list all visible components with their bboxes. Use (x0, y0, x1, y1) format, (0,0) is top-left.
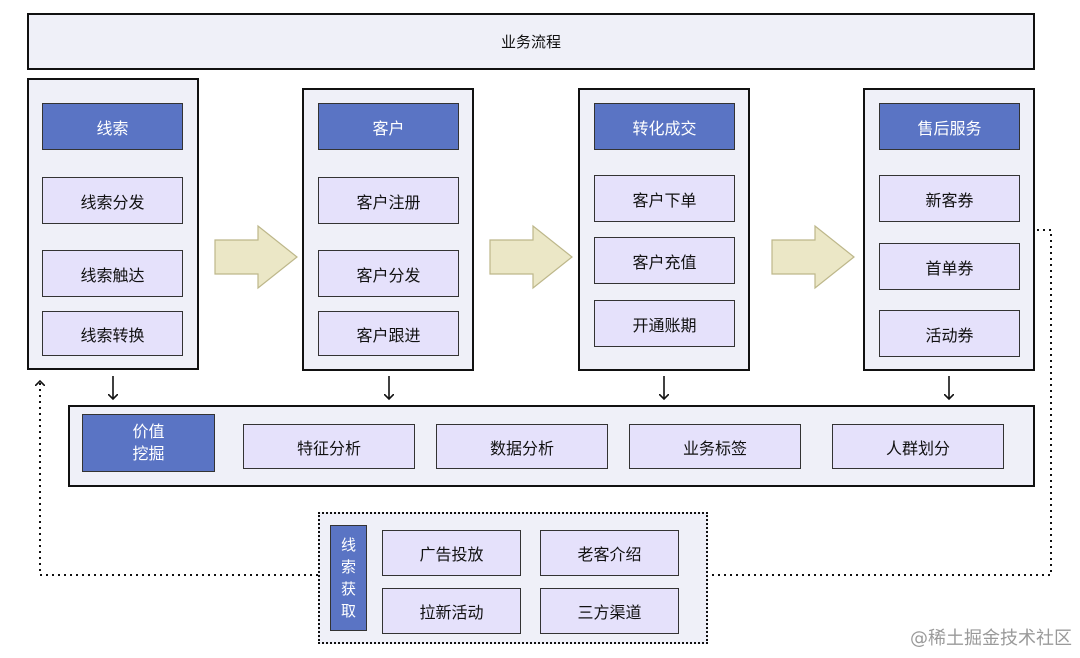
lead-acquisition-item-2: 老客介绍 (540, 530, 679, 576)
lead-acquisition-item-4: 三方渠道 (540, 588, 679, 634)
value-mining-head-line1: 价值 (132, 422, 165, 441)
flow-arrow-2 (489, 224, 573, 290)
lead-acquisition-head-char-3: 获 (340, 580, 356, 598)
stage-aftersales-item-3: 活动券 (879, 310, 1020, 357)
lead-acquisition-head-char-4: 取 (340, 602, 356, 620)
value-mining-item-4: 人群划分 (832, 424, 1004, 469)
lead-acquisition-head: 线 索 获 取 (330, 525, 367, 631)
stage-conversion-item-2: 客户充值 (594, 237, 735, 284)
stage-aftersales-item-1: 新客券 (879, 175, 1020, 222)
stage-customer-item-3: 客户跟进 (318, 311, 459, 356)
stage-customer-head: 客户 (318, 103, 459, 150)
stage-lead-head: 线索 (42, 103, 183, 150)
stage-conversion-item-3: 开通账期 (594, 300, 735, 347)
stage-lead-item-3: 线索转换 (42, 311, 183, 356)
value-mining-item-2: 数据分析 (436, 424, 608, 469)
stage-aftersales-head: 售后服务 (879, 103, 1020, 150)
value-mining-head: 价值 挖掘 (82, 414, 215, 472)
lead-acquisition-item-1: 广告投放 (382, 530, 521, 576)
stage-customer-item-2: 客户分发 (318, 250, 459, 297)
value-mining-item-1: 特征分析 (243, 424, 415, 469)
flow-arrow-1 (214, 224, 298, 290)
lead-acquisition-head-char-2: 索 (340, 558, 356, 576)
process-title: 业务流程 (500, 33, 561, 51)
flow-arrow-3 (771, 224, 855, 290)
value-mining-item-3: 业务标签 (629, 424, 801, 469)
stage-aftersales-item-2: 首单券 (879, 243, 1020, 290)
stage-lead-item-2: 线索触达 (42, 250, 183, 297)
value-mining-head-line2: 挖掘 (132, 444, 165, 463)
stage-conversion-head: 转化成交 (594, 103, 735, 150)
stage-lead-item-1: 线索分发 (42, 177, 183, 224)
watermark: @稀土掘金技术社区 (910, 628, 1072, 649)
process-header: 业务流程 (27, 13, 1035, 70)
stage-customer-item-1: 客户注册 (318, 177, 459, 224)
stage-conversion-item-1: 客户下单 (594, 175, 735, 222)
lead-acquisition-head-char-1: 线 (340, 536, 356, 554)
lead-acquisition-item-3: 拉新活动 (382, 588, 521, 634)
